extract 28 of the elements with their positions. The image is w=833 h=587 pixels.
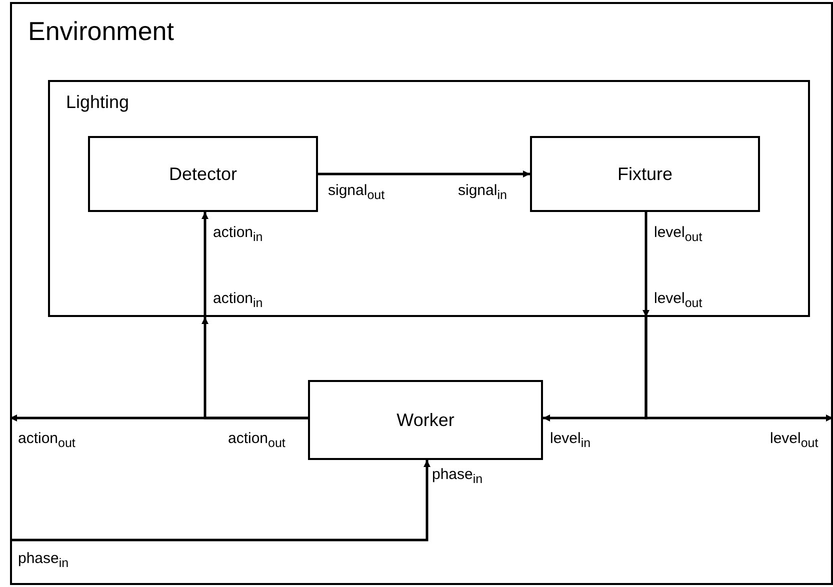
port-label: signal$_{in}$ — [458, 182, 507, 204]
port-label: signal$_{out}$ — [328, 182, 385, 204]
box-label: Detector — [168, 164, 238, 184]
process-box — [88, 136, 318, 212]
box-label: Fixture — [617, 164, 672, 184]
port-label: action$_{out}$ — [18, 430, 76, 452]
arrow — [642, 212, 650, 317]
port-label: action$_{in}$ — [213, 290, 263, 312]
frame-title: Environment — [28, 16, 174, 47]
process-box — [308, 380, 543, 460]
port-label: action$_{in}$ — [213, 224, 263, 246]
port-label: level$_{out}$ — [654, 224, 702, 246]
arrow — [318, 170, 530, 178]
subsystem-frame — [48, 80, 810, 317]
frame-title: Lighting — [66, 92, 130, 113]
arrow — [10, 460, 430, 542]
process-box — [530, 136, 760, 212]
port-label: action$_{out}$ — [228, 430, 286, 452]
environment-frame — [10, 2, 833, 585]
arrow — [202, 212, 208, 317]
port-label: level$_{out}$ — [654, 290, 702, 312]
port-label: level$_{out}$ — [770, 430, 818, 452]
port-label: phase$_{in}$ — [18, 550, 69, 572]
port-label: phase$_{in}$ — [432, 466, 483, 488]
arrow — [644, 317, 833, 422]
port-label: level$_{in}$ — [550, 430, 591, 452]
arrow — [10, 414, 308, 422]
box-label: Worker — [396, 410, 454, 430]
